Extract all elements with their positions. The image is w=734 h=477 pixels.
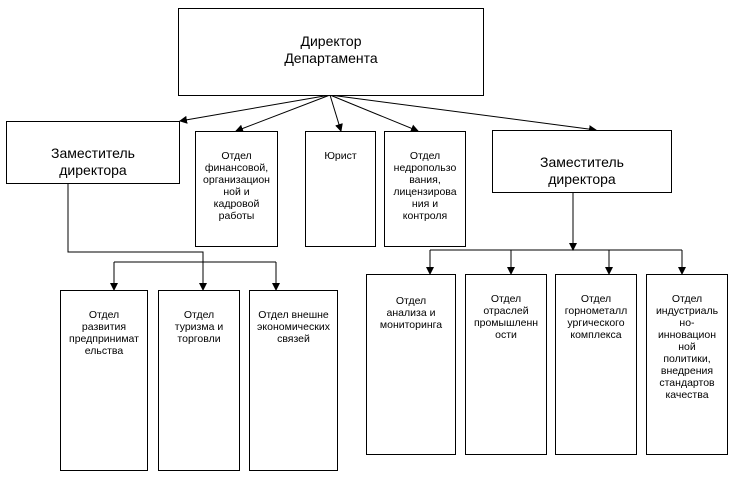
foreign-econ-dept-box: Отдел внешне экономических связей (249, 290, 338, 471)
foreign-econ-dept-label: Отдел внешне экономических связей (257, 309, 330, 345)
entrepreneurship-dept-box: Отдел развития предпринимат ельства (60, 290, 148, 471)
director-box: Директор Департамента (178, 8, 484, 96)
mining-dept-box: Отдел горнометалл ургического комплекса (555, 274, 637, 455)
lawyer-label: Юрист (324, 150, 357, 162)
arrow-director-deputy-left (179, 94, 331, 124)
arrow-director-lawyer (329, 94, 343, 132)
tourism-dept-label: Отдел туризма и торговли (174, 309, 224, 345)
subsoil-dept-label: Отдел недропользо вания, лицензирова ния… (393, 150, 457, 222)
entrepreneurship-dept-label: Отдел развития предпринимат ельства (69, 309, 139, 357)
arrow-director-deputy-right (329, 94, 597, 134)
deputy-left-label: Заместитель директора (51, 145, 135, 178)
deputy-left-box: Заместитель директора (6, 121, 180, 184)
lawyer-box: Юрист (305, 131, 376, 247)
industry-dept-box: Отдел отраслей промышленн ости (465, 274, 547, 455)
tourism-dept-box: Отдел туризма и торговли (158, 290, 240, 471)
deputy-right-box: Заместитель директора (492, 130, 672, 193)
director-label: Директор Департамента (284, 33, 378, 66)
innovation-dept-box: Отдел индустриаль но- инновацион ной пол… (646, 274, 728, 455)
analysis-dept-box: Отдел анализа и мониторинга (366, 274, 456, 455)
subsoil-dept-box: Отдел недропользо вания, лицензирова ния… (384, 131, 466, 247)
deputy-right-label: Заместитель директора (540, 154, 624, 187)
innovation-dept-label: Отдел индустриаль но- инновацион ной пол… (655, 293, 719, 401)
arrow-director-fin (235, 94, 331, 133)
analysis-dept-label: Отдел анализа и мониторинга (379, 295, 443, 331)
fin-dept-box: Отдел финансовой, организацион ной и кад… (195, 131, 278, 247)
mining-dept-label: Отдел горнометалл ургического комплекса (564, 293, 628, 341)
connector-deputy-left-trunk (67, 184, 204, 262)
fin-dept-label: Отдел финансовой, организацион ной и кад… (203, 150, 270, 222)
industry-dept-label: Отдел отраслей промышленн ости (473, 293, 539, 341)
arrow-director-subsoil (329, 94, 419, 133)
